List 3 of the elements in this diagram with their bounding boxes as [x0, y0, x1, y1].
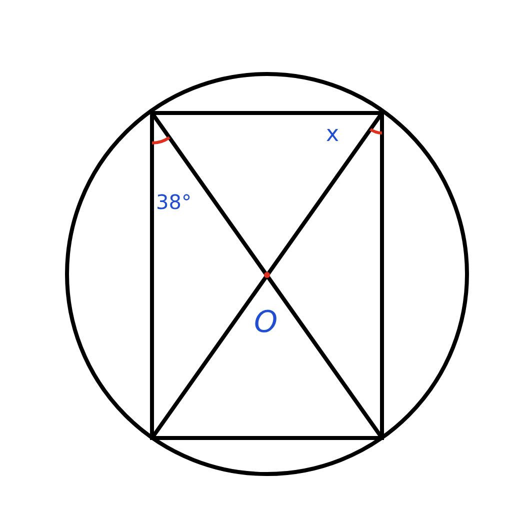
- angle-label: 38°: [156, 192, 192, 212]
- center-label: O: [254, 308, 278, 338]
- angle-label: x: [326, 124, 340, 146]
